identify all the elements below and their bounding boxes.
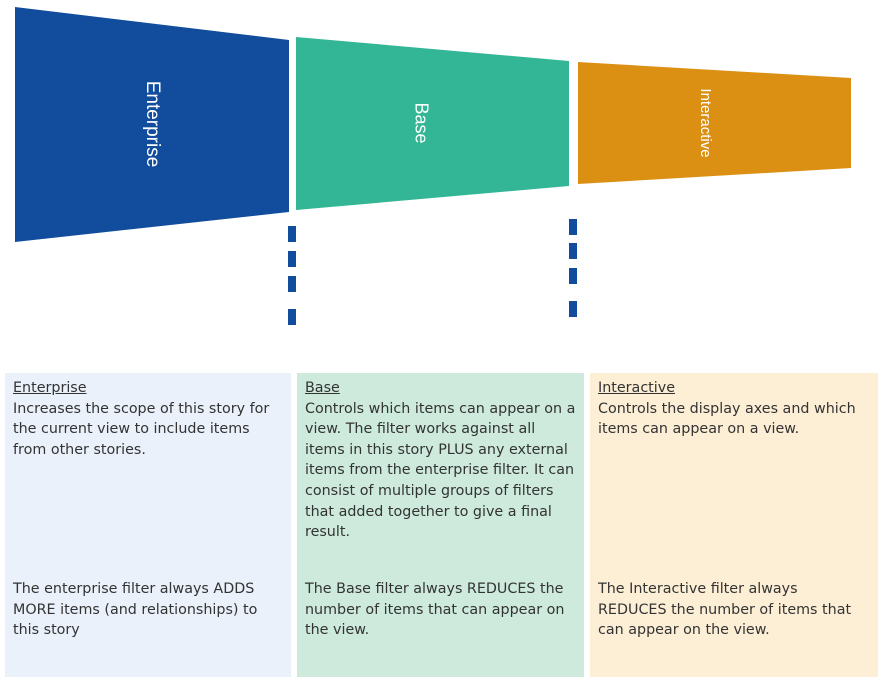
interactive-panel-note: The Interactive filter always REDUCES th… [598,581,852,639]
funnel-stage-interactive-shape [578,62,851,184]
enterprise-panel-title: Enterprise [13,380,87,396]
funnel-stage-enterprise: Enterprise [15,7,289,242]
enterprise-panel-note: The enterprise filter always ADDS MORE i… [13,581,258,639]
interactive-panel-description: Controls the display axes and which item… [598,400,856,438]
enterprise-panel: Enterprise Increases the scope of this s… [5,373,291,677]
funnel-stage-interactive-label: Interactive [697,88,714,157]
funnel-stage-enterprise-label: Enterprise [142,81,163,168]
funnel-stage-interactive: Interactive [578,62,851,184]
funnel-stage-base-label: Base [411,102,431,143]
divider-dash [288,309,296,325]
divider-dash [288,251,296,267]
filter-funnel-diagram: Enterprise Base Interactive [15,7,851,325]
divider-dash [288,226,296,242]
stage-divider-1 [288,226,296,325]
divider-dash [569,268,577,284]
base-panel: Base Controls which items can appear on … [297,373,584,677]
interactive-panel-title: Interactive [598,380,676,396]
divider-dash [569,219,577,235]
interactive-panel: Interactive Controls the display axes an… [590,373,878,677]
enterprise-panel-description: Increases the scope of this story for th… [13,400,270,458]
divider-dash [569,243,577,259]
base-panel-note: The Base filter always REDUCES the numbe… [305,581,565,639]
funnel-stage-base-shape [296,37,569,210]
funnel-stage-enterprise-shape [15,7,289,242]
funnel-stage-base: Base [296,37,569,210]
divider-dash [288,276,296,292]
base-panel-title: Base [305,380,340,396]
base-panel-description: Controls which items can appear on a vie… [305,400,576,541]
stage-divider-2 [569,219,577,317]
divider-dash [569,301,577,317]
